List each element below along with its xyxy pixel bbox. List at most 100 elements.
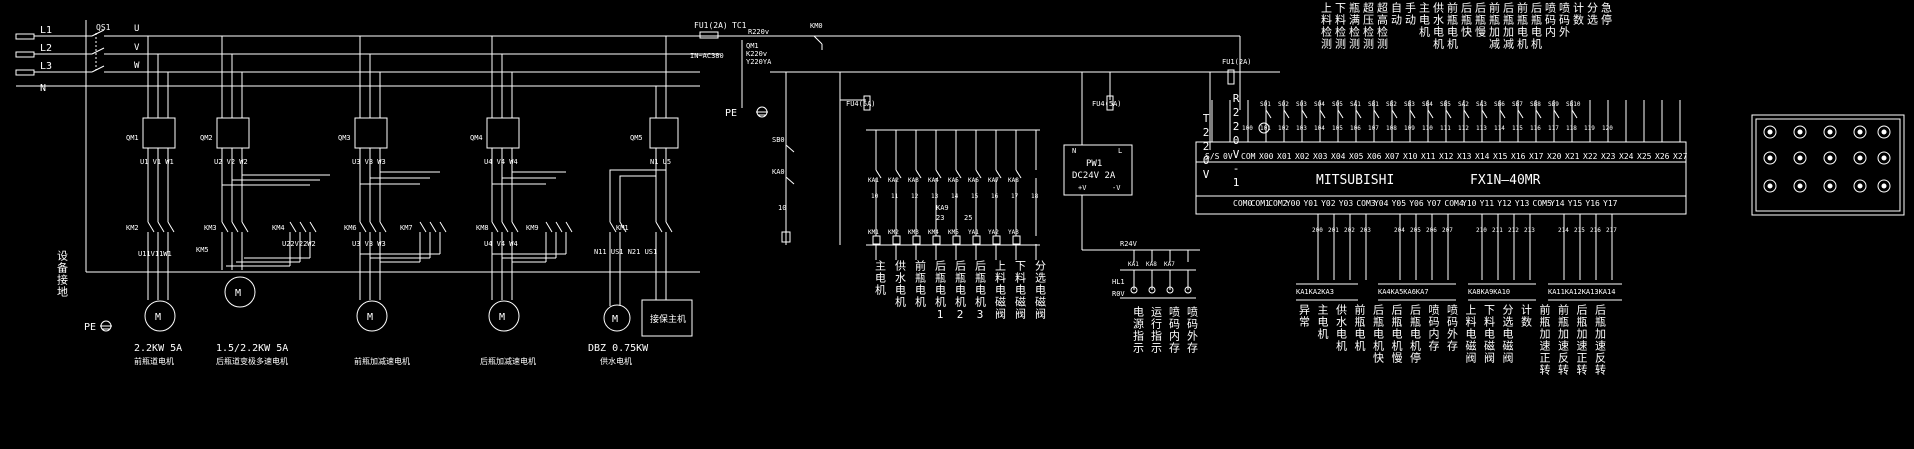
motor-2-out: U22V22W2 — [282, 240, 316, 248]
control-contact-4 — [935, 169, 942, 179]
plc-output-num-8: 207 — [1442, 227, 1453, 234]
panel-button-3[interactable] — [1823, 125, 1837, 139]
plc-switch-contact-3 — [1301, 109, 1308, 119]
motor-3-contactor-b: KM7 — [400, 224, 413, 232]
motor-4-contactor-a: KM8 — [476, 224, 489, 232]
control-contact-1 — [875, 169, 882, 179]
plc-input-label-10: 前瓶电机 — [1446, 1, 1459, 50]
psu-in-l: N — [1072, 147, 1076, 155]
panel-button-center-3 — [1827, 129, 1833, 135]
motor-1-breaker-label: QM1 — [126, 134, 139, 142]
lamp-ka-3: KA7 — [1164, 261, 1175, 268]
plc-output-terminal-19: Y14 — [1550, 199, 1565, 208]
panel-button-center-9 — [1857, 155, 1863, 161]
control-node-label-2: 11 — [891, 193, 899, 200]
motor-branch-5: QM5 N1 U5 KM1 N11 US1 N21 US1 M 接保主机 DBZ… — [588, 36, 693, 366]
plc-switch-3: SQ3 — [1296, 101, 1307, 108]
plc-input-terminal-12: X10 — [1403, 152, 1418, 161]
motor-3-breaker-label: QM3 — [338, 134, 351, 142]
motor-1-symbol — [144, 300, 176, 332]
control-bus — [770, 35, 1280, 73]
plc-input-terminal-1: S/S — [1205, 152, 1220, 161]
plc-output-terminal-14: Y10 — [1462, 199, 1477, 208]
motor-1-terms: U1 V1 W1 — [140, 158, 174, 166]
plc-switch-8: SB2 — [1386, 101, 1397, 108]
plc-output-label-3: 供水电机 — [1335, 303, 1348, 352]
motor-5-name: 供水电机 — [600, 356, 632, 366]
plc-input-num-5: 104 — [1314, 125, 1325, 132]
panel-button-10[interactable] — [1877, 151, 1891, 165]
motor-2-contacts — [221, 221, 317, 233]
panel-button-9[interactable] — [1853, 151, 1867, 165]
plc-input-label-18: 喷码外 — [1558, 2, 1571, 38]
panel-button-13[interactable] — [1823, 179, 1837, 193]
motor-3-contacts — [359, 221, 447, 233]
motor-2-rating: 1.5/2.2KW 5A — [216, 343, 288, 354]
plc-input-num-11: 110 — [1422, 125, 1433, 132]
motor-branch-4: QM4 U4 V4 W4 KM8 KM9 U4 V4 W4 M 后瓶加减速电机 — [470, 36, 573, 366]
plc-input-terminal-14: X12 — [1439, 152, 1454, 161]
panel-button-14[interactable] — [1853, 179, 1867, 193]
motor-5-feed — [655, 36, 667, 118]
plc-output-label-11: 下料电磁阀 — [1483, 304, 1496, 364]
plc-switch-contact-8 — [1391, 109, 1398, 119]
plc-brand: MITSUBISHI — [1316, 173, 1394, 188]
panel-button-11[interactable] — [1763, 179, 1777, 193]
plc-input-num-13: 112 — [1458, 125, 1469, 132]
transformer-fuse — [699, 31, 719, 39]
control-coil-label-7: YA2 — [988, 229, 999, 236]
lamp-label-4: 喷码外存 — [1186, 306, 1199, 354]
plc-output-num-4: 203 — [1360, 227, 1371, 234]
plc-relay-rail-4 — [1548, 283, 1622, 301]
plc-input-num-2: 101 — [1260, 125, 1271, 132]
motor-2-terms: U2 V2 W2 — [214, 158, 248, 166]
plc-input-label-4: 超压检测 — [1362, 1, 1375, 50]
plc-input-terminal-25: X25 — [1637, 152, 1652, 161]
plc-input-label-20: 分选 — [1586, 2, 1599, 26]
panel-button-center-15 — [1881, 183, 1887, 189]
panel-button-1[interactable] — [1763, 125, 1777, 139]
control-node-label-5: 14 — [951, 193, 959, 200]
plc-output-label-1: 异常 — [1298, 304, 1311, 328]
plc-fuse-label: FU1(2A) — [1222, 58, 1252, 66]
motor-4-contactor-b: KM9 — [526, 224, 539, 232]
motor-2-feed — [221, 36, 243, 118]
earth-line — [85, 20, 700, 273]
motor-1-out: U11V11W1 — [138, 250, 172, 258]
panel-button-8[interactable] — [1823, 151, 1837, 165]
panel-button-15[interactable] — [1877, 179, 1891, 193]
plc-model: FX1N—40MR — [1470, 173, 1541, 188]
motor-3-breaker — [354, 117, 388, 149]
main-switch-blades — [91, 29, 105, 73]
plc-output-terminal-13: COM4 — [1444, 199, 1463, 208]
panel-button-7[interactable] — [1793, 151, 1807, 165]
plc-switch-10: SB4 — [1422, 101, 1433, 108]
plc-output-label-4: 前瓶电机 — [1353, 303, 1366, 352]
panel-button-4[interactable] — [1853, 125, 1867, 139]
panel-button-6[interactable] — [1763, 151, 1777, 165]
plc-output-num-2: 201 — [1328, 227, 1339, 234]
control-contact-label-3: KA3 — [908, 177, 919, 184]
plc-relay-rail-3 — [1468, 283, 1536, 301]
plc-input-label-7: 手动 — [1404, 1, 1417, 26]
motor-4-breaker-label: QM4 — [470, 134, 483, 142]
control-node-label-4: 13 — [931, 193, 939, 200]
motor-5-contacts — [609, 221, 673, 233]
panel-button-2[interactable] — [1793, 125, 1807, 139]
plc-ground-symbol — [1258, 122, 1270, 134]
plc-output-terminal-16: Y12 — [1497, 199, 1512, 208]
plc-relay-group-4: KA11KA12KA13KA14 — [1548, 288, 1615, 296]
panel-button-12[interactable] — [1793, 179, 1807, 193]
panel-button-5[interactable] — [1877, 125, 1891, 139]
plc-output-num-13: 214 — [1558, 227, 1569, 234]
plc-input-terminal-9: X05 — [1349, 152, 1364, 161]
plc-output-terminal-7: Y03 — [1339, 199, 1354, 208]
plc-section: FU1(2A) R220V-1 T220V MITSUBISHI FX1N—40… — [1195, 1, 1688, 376]
motor-1-rating: 2.2KW 5A — [134, 343, 182, 354]
motor-4-symbol — [488, 300, 520, 332]
control-circuit: KM0 SB0 KA0 10 FU4(5A) KA110KM1主电机KA211K… — [770, 22, 1280, 322]
plc-relay-group-2: KA4KA5KA6KA7 — [1378, 288, 1429, 296]
motor-2-contactor-b: KM4 — [272, 224, 285, 232]
plc-switch-13: SA3 — [1476, 101, 1487, 108]
